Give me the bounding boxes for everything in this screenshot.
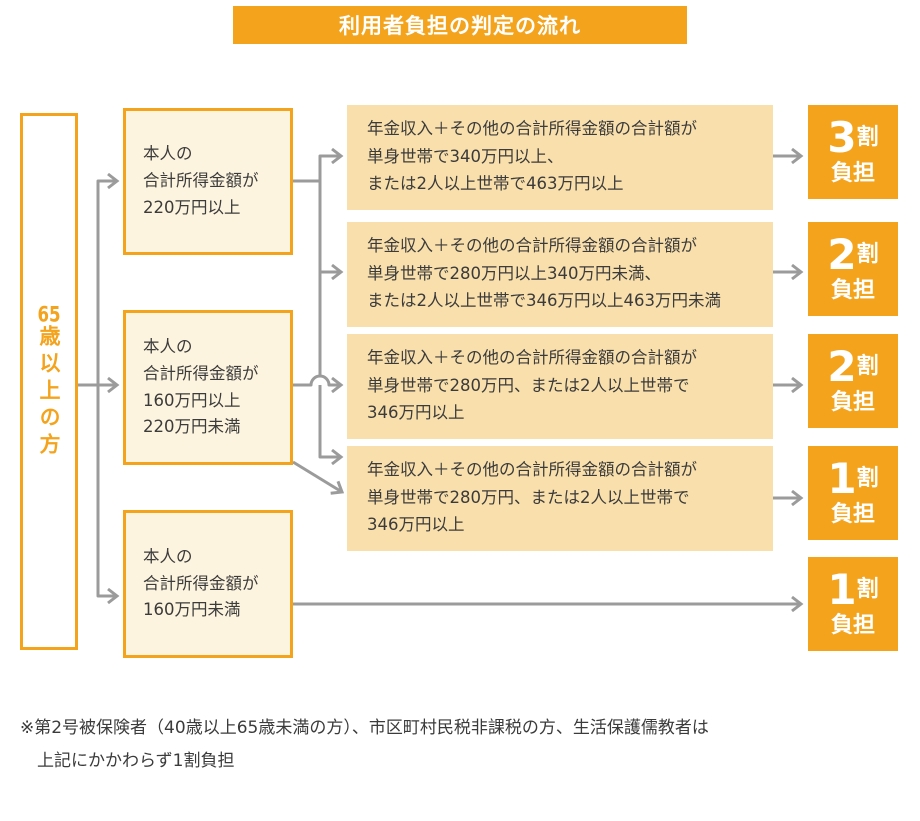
result-line2: 負担	[830, 278, 875, 304]
result-unit: 割	[856, 125, 879, 151]
age-group-box: 65歳以上の方	[20, 113, 78, 650]
footnote: ※第2号被保険者（40歳以上65歳未満の方）、市区町村民税非課税の方、生活保護儒…	[20, 712, 880, 778]
result-line2: 負担	[830, 390, 875, 416]
income-box-under-160: 本人の 合計所得金額が 160万円未満	[123, 510, 293, 658]
age-group-label: 65歳以上の方	[34, 304, 64, 460]
arrow-income2-to-cond4	[292, 460, 345, 495]
result-line2: 負担	[830, 613, 875, 639]
condition-box-4: 年金収入＋その他の合計所得金額の合計額が 単身世帯で280万円、または2人以上世…	[347, 446, 773, 551]
result-line2: 負担	[830, 502, 875, 528]
footnote-line-1: ※第2号被保険者（40歳以上65歳未満の方）、市区町村民税非課税の方、生活保護儒…	[20, 718, 709, 738]
condition-box-3: 年金収入＋その他の合計所得金額の合計額が 単身世帯で280万円、または2人以上世…	[347, 334, 773, 439]
arrow-income1-to-cond2	[318, 181, 344, 281]
arrow-age-to-income1	[96, 172, 120, 385]
arrow-age-to-income3	[96, 385, 120, 605]
result-digit: 3	[827, 113, 857, 163]
arrow-income1-to-cond4	[318, 272, 344, 466]
result-unit: 割	[856, 242, 879, 268]
footnote-line-2: 上記にかかわらず1割負担	[37, 751, 235, 772]
arrow-income1-to-cond1	[293, 147, 344, 183]
condition-box-1: 年金収入＋その他の合計所得金額の合計額が 単身世帯で340万円以上、 または2人…	[347, 105, 773, 210]
arrow-income2-to-cond3	[293, 374, 344, 394]
result-digit: 2	[827, 230, 857, 280]
age-number: 65	[37, 303, 61, 325]
page-title: 利用者負担の判定の流れ	[233, 6, 687, 44]
income-box-over-220: 本人の 合計所得金額が 220万円以上	[123, 108, 293, 255]
condition-box-2: 年金収入＋その他の合計所得金額の合計額が 単身世帯で280万円以上340万円未満…	[347, 222, 773, 327]
income-box-160-to-220: 本人の 合計所得金額が 160万円以上 220万円未満	[123, 310, 293, 465]
result-digit: 1	[827, 454, 857, 504]
bridge-gap	[311, 376, 329, 385]
result-unit: 割	[856, 577, 879, 603]
result-digit: 2	[827, 342, 857, 392]
result-line2: 負担	[830, 161, 875, 187]
result-unit: 割	[856, 354, 879, 380]
result-unit: 割	[856, 466, 879, 492]
result-digit: 1	[827, 565, 857, 615]
age-suffix: 歳以上の方	[37, 324, 61, 460]
